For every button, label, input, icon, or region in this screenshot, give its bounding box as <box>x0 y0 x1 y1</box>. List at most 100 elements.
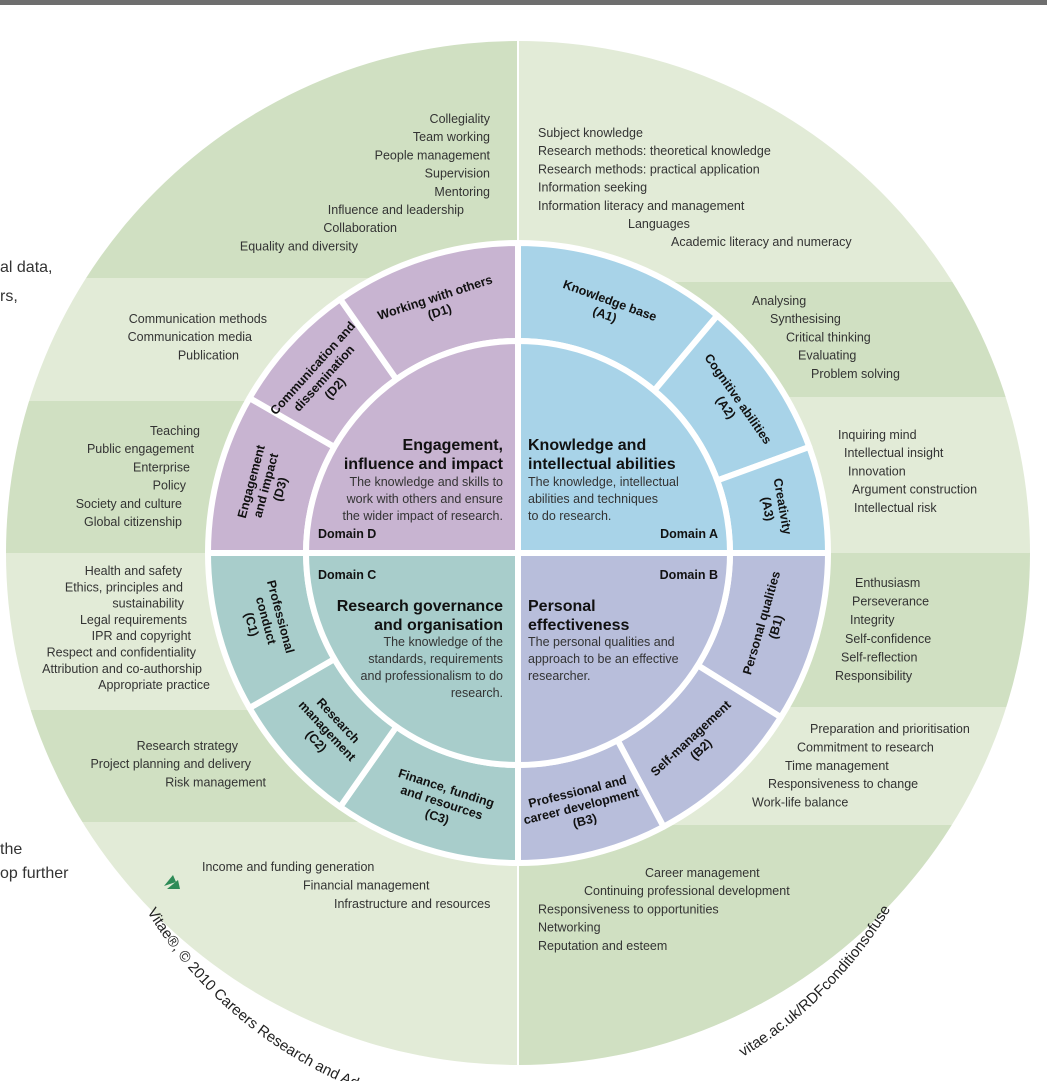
vitae-logo-icon <box>164 875 180 889</box>
outer-band-b3 <box>518 825 1030 1065</box>
page-text-fragment: the <box>0 841 23 858</box>
descriptor-list-c2-line: Research strategy <box>137 739 239 753</box>
domain-quadrant-b <box>515 550 733 768</box>
page-text-fragment: al data, <box>0 259 53 276</box>
top-border <box>0 0 1047 5</box>
descriptor-list-b1-line: Self-confidence <box>845 632 931 646</box>
descriptor-list-b2-line: Preparation and prioritisation <box>810 722 970 736</box>
domain-c-label: Domain C <box>318 568 376 582</box>
descriptor-list-b2-line: Work-life balance <box>752 796 848 810</box>
descriptor-list-b1-line: Self-reflection <box>841 650 917 664</box>
descriptor-list-d1-line: Equality and diversity <box>240 239 359 253</box>
descriptor-list-b3-line: Responsiveness to opportunities <box>538 902 719 916</box>
descriptor-list-c1-line: sustainability <box>112 597 184 611</box>
domain-quadrants <box>303 338 733 768</box>
descriptor-list-a2-line: Critical thinking <box>786 330 871 344</box>
domain-c-desc-line: standards, requirements <box>368 652 503 666</box>
descriptor-list-a3-line: Intellectual risk <box>854 501 937 515</box>
domain-b-desc-line: researcher. <box>528 669 591 683</box>
descriptor-list-d1-line: Influence and leadership <box>328 203 464 217</box>
descriptor-list-a2-line: Evaluating <box>798 349 856 363</box>
descriptor-list-a1-line: Subject knowledge <box>538 126 643 140</box>
descriptor-list-b1-line: Enthusiasm <box>855 576 920 590</box>
domain-c-desc-line: research. <box>451 686 503 700</box>
domain-d-desc-line: The knowledge and skills to <box>349 475 503 489</box>
descriptor-list-a1-line: Academic literacy and numeracy <box>671 235 852 249</box>
domain-d-title-line: Engagement, <box>403 437 503 454</box>
descriptor-list-d2-line: Publication <box>178 348 239 362</box>
domain-a-desc-line: to do research. <box>528 509 611 523</box>
descriptor-list-b2: Preparation and prioritisationCommitment… <box>752 722 970 810</box>
domain-d-title: Engagement, influence and impact <box>344 437 504 473</box>
domain-d-desc-line: work with others and ensure <box>346 492 503 506</box>
descriptor-list-c3-line: Income and funding generation <box>202 860 374 874</box>
domain-c-title-line: Research governance <box>337 598 503 615</box>
sub-domain-label-c1-line: (C1) <box>241 611 261 638</box>
descriptor-list-d3-line: Public engagement <box>87 442 195 456</box>
descriptor-list-d2-line: Communication media <box>128 330 252 344</box>
descriptor-list-c1-line: Health and safety <box>85 564 183 578</box>
sub-domain-label-b3-line: (B3) <box>571 811 598 830</box>
domain-d-label: Domain D <box>318 527 376 541</box>
domain-a-title-line: Knowledge and <box>528 437 646 454</box>
descriptor-list-b2-line: Time management <box>785 759 889 773</box>
descriptor-list-b1: EnthusiasmPerseveranceIntegritySelf-conf… <box>835 576 931 683</box>
descriptor-list-c1-line: Legal requirements <box>80 613 187 627</box>
descriptor-list-a3-line: Argument construction <box>852 483 977 497</box>
domain-quadrant-c <box>303 550 521 768</box>
descriptor-list-c3-line: Financial management <box>303 879 430 893</box>
descriptor-list-c1-line: IPR and copyright <box>92 629 192 643</box>
descriptor-list-d1-line: Mentoring <box>434 185 490 199</box>
domain-a-desc-line: The knowledge, intellectual <box>528 475 679 489</box>
descriptor-list-b2-line: Responsiveness to change <box>768 777 918 791</box>
sub-domain-label-b1-line: (B1) <box>766 613 786 640</box>
sub-domain-label-a3-line: (A3) <box>759 496 777 522</box>
descriptor-list-a3-line: Inquiring mind <box>838 428 917 442</box>
descriptor-list-d3-line: Society and culture <box>76 497 182 511</box>
descriptor-list-c1-line: Appropriate practice <box>98 678 210 692</box>
descriptor-list-a2-line: Problem solving <box>811 367 900 381</box>
descriptor-list-c1-line: Ethics, principles and <box>65 580 183 594</box>
descriptor-list-b3-line: Networking <box>538 921 601 935</box>
descriptor-list-b1-line: Perseverance <box>852 595 929 609</box>
domain-d-desc-line: the wider impact of research. <box>343 509 504 523</box>
descriptor-list-b1-line: Integrity <box>850 613 895 627</box>
descriptor-list-a1-line: Research methods: practical application <box>538 162 760 176</box>
descriptor-list-a1-line: Information literacy and management <box>538 199 745 213</box>
domain-a-label-line: Domain A <box>660 527 718 541</box>
descriptor-list-d1-line: People management <box>375 148 491 162</box>
descriptor-list-c2-line: Risk management <box>165 775 266 789</box>
descriptor-list-b2-line: Commitment to research <box>797 740 934 754</box>
descriptor-list-a3-line: Innovation <box>848 464 906 478</box>
page-text-fragment: op further <box>0 865 69 882</box>
domain-d-title-line: influence and impact <box>344 456 504 473</box>
descriptor-list-a1-line: Research methods: theoretical knowledge <box>538 144 771 158</box>
descriptor-list-a1-line: Information seeking <box>538 181 647 195</box>
descriptor-list-b3-line: Career management <box>645 866 760 880</box>
domain-a-label: Domain A <box>660 527 718 541</box>
domain-b-desc-line: The personal qualities and <box>528 635 675 649</box>
descriptor-list-d3-line: Teaching <box>150 424 200 438</box>
descriptor-list-b1-line: Responsibility <box>835 669 913 683</box>
descriptor-list-b3-line: Continuing professional development <box>584 884 790 898</box>
descriptor-list-d1-line: Team working <box>413 130 490 144</box>
descriptor-list-d1-line: Collaboration <box>323 221 397 235</box>
domain-c-label-line: Domain C <box>318 568 376 582</box>
domain-a-title-line: intellectual abilities <box>528 456 676 473</box>
domain-d-desc: The knowledge and skills to work with oth… <box>343 475 504 523</box>
domain-b-label-line: Domain B <box>660 568 718 582</box>
descriptor-list-d1-line: Collegiality <box>430 112 491 126</box>
descriptor-list-c2-line: Project planning and delivery <box>90 757 251 771</box>
